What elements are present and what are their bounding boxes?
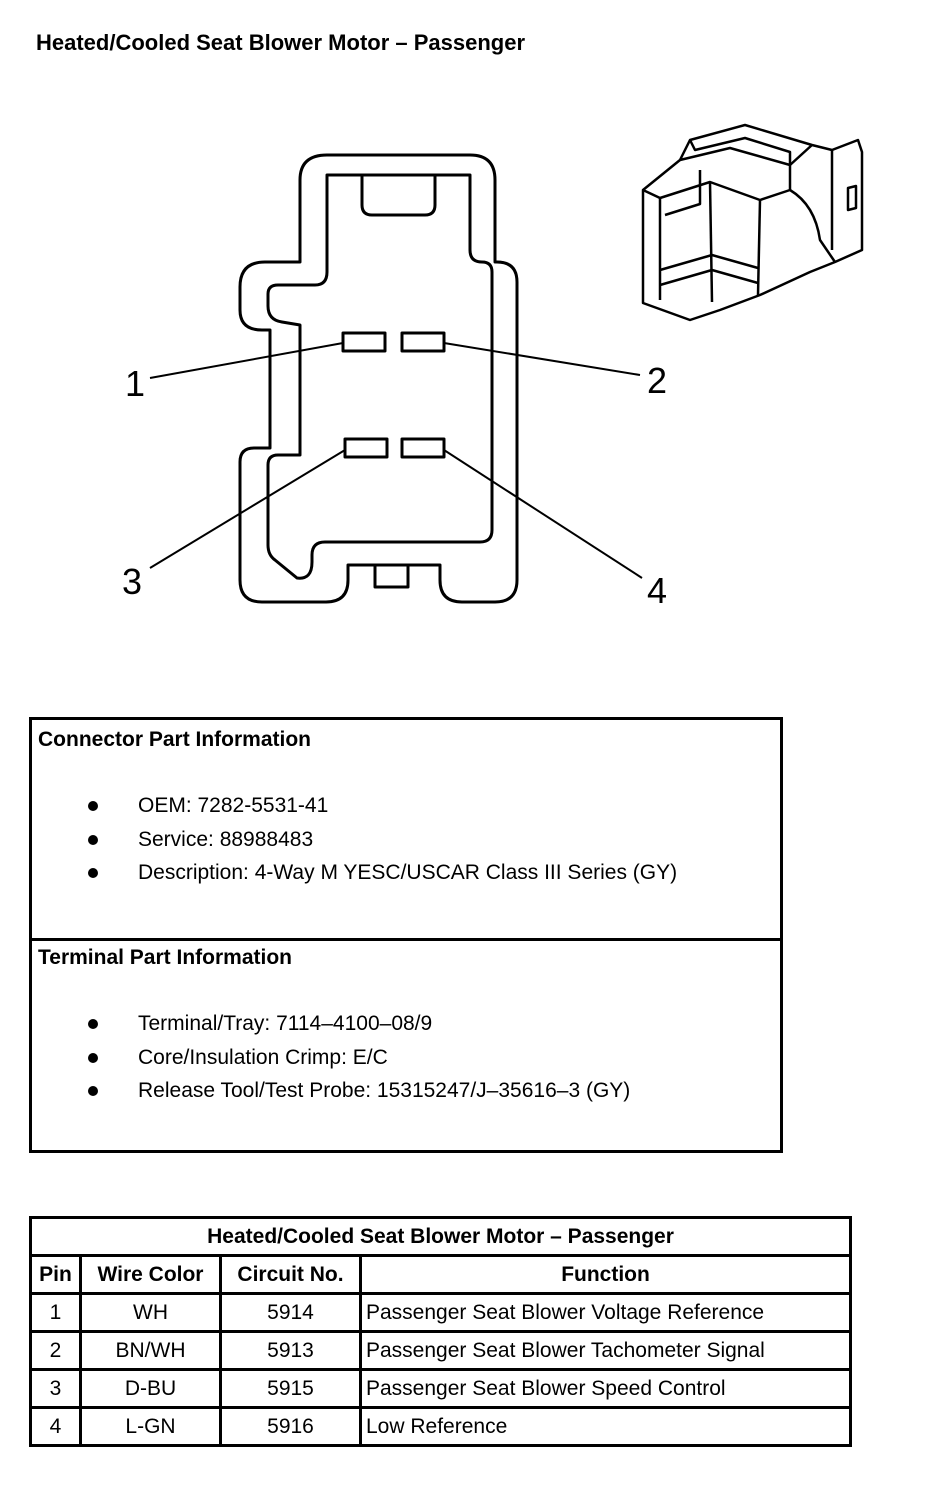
part-info-box: Connector Part Information OEM: 7282-553…: [29, 717, 783, 1153]
pin-table-title: Heated/Cooled Seat Blower Motor – Passen…: [28, 1216, 853, 1257]
connector-housing-outer: [238, 153, 519, 604]
bullet-icon: [88, 801, 98, 811]
cell-circuit-no: 5916: [219, 1406, 362, 1447]
connector-key: [373, 563, 410, 589]
pin-table: Heated/Cooled Seat Blower Motor – Passen…: [28, 1216, 853, 1447]
terminal-release-tool: Release Tool/Test Probe: 15315247/J–3561…: [138, 1079, 631, 1102]
leader-line-3: [149, 449, 346, 569]
cell-function: Passenger Seat Blower Speed Control: [358, 1368, 853, 1409]
table-row: 4 L-GN 5916 Low Reference: [29, 1406, 853, 1447]
cell-wire-color: WH: [79, 1292, 222, 1333]
connector-oem: OEM: 7282-5531-41: [138, 794, 329, 817]
pin-table-header-row: Pin Wire Color Circuit No. Function: [29, 1254, 853, 1295]
cell-function: Passenger Seat Blower Voltage Reference: [358, 1292, 853, 1333]
cell-circuit-no: 5914: [219, 1292, 362, 1333]
leader-line-4: [443, 449, 643, 579]
cell-circuit-no: 5913: [219, 1330, 362, 1371]
connector-part-info-heading: Connector Part Information: [38, 728, 312, 751]
connector-latch: [360, 176, 437, 217]
page-title: Heated/Cooled Seat Blower Motor – Passen…: [36, 30, 526, 55]
connector-part-info: Connector Part Information OEM: 7282-553…: [32, 720, 780, 941]
cell-wire-color: BN/WH: [79, 1330, 222, 1371]
cell-circuit-no: 5915: [219, 1368, 362, 1409]
cell-wire-color: L-GN: [79, 1406, 222, 1447]
column-header-pin: Pin: [29, 1254, 82, 1295]
pin-label-1: 1: [125, 363, 145, 404]
pin-label-2: 2: [647, 360, 667, 401]
pin-label-3: 3: [122, 561, 142, 602]
leader-line-1: [149, 342, 344, 379]
bullet-icon: [88, 1086, 98, 1096]
column-header-circuit-no: Circuit No.: [219, 1254, 362, 1295]
column-header-wire-color: Wire Color: [79, 1254, 222, 1295]
bullet-icon: [88, 834, 98, 845]
pin-table-title-row: Heated/Cooled Seat Blower Motor – Passen…: [28, 1216, 853, 1257]
leader-line-2: [443, 342, 641, 376]
connector-housing-inner: [266, 173, 494, 580]
cell-function: Passenger Seat Blower Tachometer Signal: [358, 1330, 853, 1371]
terminal-cavity-1: [341, 331, 387, 353]
connector-diagram: 1 2 3 4: [122, 123, 864, 611]
terminal-cavity-4: [400, 437, 446, 459]
cell-function: Low Reference: [358, 1406, 853, 1447]
connector-service: Service: 88988483: [138, 827, 314, 851]
connector-3d-illustration: [641, 123, 864, 322]
connector-description: Description: 4-Way M YESC/USCAR Class II…: [138, 861, 678, 884]
cell-pin: 1: [29, 1292, 82, 1333]
bullet-icon: [88, 1052, 98, 1063]
bullet-icon: [88, 1019, 98, 1029]
cell-pin: 2: [29, 1330, 82, 1371]
table-row: 2 BN/WH 5913 Passenger Seat Blower Tacho…: [29, 1330, 853, 1371]
terminal-tray: Terminal/Tray: 7114–4100–08/9: [138, 1012, 433, 1035]
pin-label-4: 4: [647, 570, 667, 611]
terminal-cavity-2: [400, 331, 446, 353]
cell-pin: 3: [29, 1368, 82, 1409]
terminal-crimp: Core/Insulation Crimp: E/C: [138, 1045, 388, 1069]
cell-pin: 4: [29, 1406, 82, 1447]
table-row: 1 WH 5914 Passenger Seat Blower Voltage …: [29, 1292, 853, 1333]
terminal-part-info: Terminal Part Information Terminal/Tray:…: [32, 938, 780, 1150]
column-header-function: Function: [358, 1254, 853, 1295]
bullet-icon: [88, 868, 98, 878]
table-row: 3 D-BU 5915 Passenger Seat Blower Speed …: [29, 1368, 853, 1409]
terminal-part-info-heading: Terminal Part Information: [38, 946, 292, 969]
cell-wire-color: D-BU: [79, 1368, 222, 1409]
terminal-cavity-3: [343, 437, 389, 459]
